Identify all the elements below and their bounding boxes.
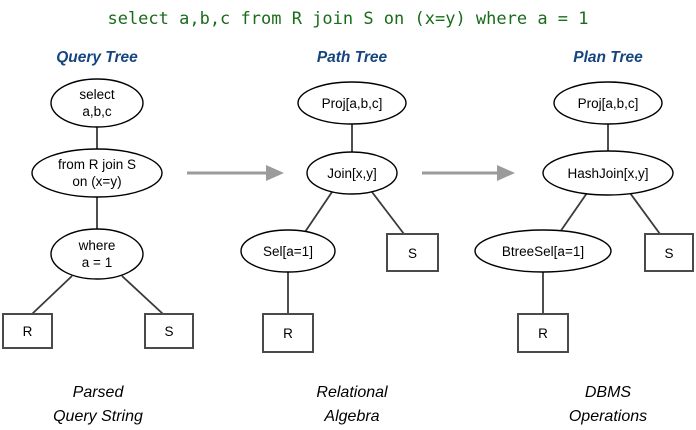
plan-tree-title: Plan Tree [573, 49, 643, 66]
transform-arrow-path-to-plan [422, 165, 515, 181]
node-plan-proj-ellipse [553, 81, 663, 125]
node-path-leaf-r-label: R [283, 326, 293, 341]
node-query-leaf-r[interactable]: R [2, 313, 53, 349]
edge-where-to-r [31, 275, 73, 315]
node-select[interactable]: select a,b,c [50, 78, 144, 128]
node-where-label-line1: where [78, 238, 116, 253]
arrow-2-head [497, 165, 515, 181]
node-where-label-line2: a = 1 [82, 255, 112, 270]
node-path-leaf-s[interactable]: S [386, 233, 439, 272]
node-where-ellipse [50, 228, 144, 280]
sql-query-text: select a,b,c from R join S on (x=y) wher… [107, 9, 588, 29]
edge-hashjoin-to-btreesel [559, 192, 588, 233]
node-path-leaf-s-box [386, 233, 439, 272]
node-path-join[interactable]: Join[x,y] [306, 151, 398, 195]
arrow-1-head [266, 165, 284, 181]
node-plan-hashjoin-label: HashJoin[x,y] [567, 166, 648, 181]
node-plan-hashjoin-ellipse [542, 150, 674, 196]
node-query-leaf-s[interactable]: S [144, 313, 194, 349]
node-query-leaf-r-box [2, 313, 53, 349]
query-tree-group: select a,b,c from R join S on (x=y) wher… [2, 78, 194, 349]
node-plan-leaf-s[interactable]: S [644, 233, 694, 272]
edge-where-to-s [121, 275, 164, 315]
path-tree-group: Proj[a,b,c] Join[x,y] Sel[a=1] S R [240, 81, 439, 353]
node-plan-leaf-r-box [517, 313, 569, 353]
node-plan-leaf-r[interactable]: R [517, 313, 569, 353]
path-tree-title: Path Tree [317, 49, 388, 66]
node-query-leaf-s-box [144, 313, 194, 349]
node-path-sel[interactable]: Sel[a=1] [240, 229, 336, 273]
node-plan-btreesel-label: BtreeSel[a=1] [502, 244, 584, 259]
node-plan-hashjoin[interactable]: HashJoin[x,y] [542, 150, 674, 196]
caption-middle-line1: Relational [316, 384, 388, 401]
node-plan-proj-label: Proj[a,b,c] [578, 96, 639, 111]
caption-left-line2: Query String [53, 408, 143, 425]
node-plan-leaf-r-label: R [538, 326, 548, 341]
node-plan-btreesel[interactable]: BtreeSel[a=1] [474, 229, 612, 273]
node-path-join-ellipse [306, 151, 398, 195]
node-path-sel-ellipse [240, 229, 336, 273]
node-query-leaf-r-label: R [23, 324, 33, 339]
node-where[interactable]: where a = 1 [50, 228, 144, 280]
node-path-join-label: Join[x,y] [327, 166, 377, 181]
node-plan-proj[interactable]: Proj[a,b,c] [553, 81, 663, 125]
node-from-join[interactable]: from R join S on (x=y) [31, 148, 163, 198]
node-from-join-ellipse [31, 148, 163, 198]
node-from-join-label-line1: from R join S [58, 157, 136, 172]
edge-join-to-s [371, 191, 405, 235]
node-path-proj-label: Proj[a,b,c] [322, 96, 383, 111]
transform-arrow-query-to-path [187, 165, 284, 181]
plan-tree-group: Proj[a,b,c] HashJoin[x,y] BtreeSel[a=1] … [474, 81, 694, 353]
node-path-proj[interactable]: Proj[a,b,c] [297, 81, 407, 125]
node-path-sel-label: Sel[a=1] [263, 244, 313, 259]
query-tree-title: Query Tree [56, 49, 138, 66]
caption-left-line1: Parsed [73, 384, 125, 401]
node-path-leaf-s-label: S [408, 246, 417, 261]
node-plan-leaf-s-label: S [664, 246, 673, 261]
node-path-leaf-r[interactable]: R [262, 313, 314, 353]
node-query-leaf-s-label: S [164, 324, 173, 339]
edge-join-to-sel [304, 191, 333, 233]
node-plan-btreesel-ellipse [474, 229, 612, 273]
edge-hashjoin-to-s [629, 192, 661, 235]
node-select-label-line1: select [79, 87, 115, 102]
node-path-leaf-r-box [262, 313, 314, 353]
caption-right-line1: DBMS [585, 384, 632, 401]
node-select-label-line2: a,b,c [82, 104, 112, 119]
node-path-proj-ellipse [297, 81, 407, 125]
node-from-join-label-line2: on (x=y) [72, 174, 121, 189]
caption-right-line2: Operations [569, 408, 647, 425]
caption-middle-line2: Algebra [323, 408, 379, 425]
node-select-ellipse [50, 78, 144, 128]
node-plan-leaf-s-box [644, 233, 694, 272]
